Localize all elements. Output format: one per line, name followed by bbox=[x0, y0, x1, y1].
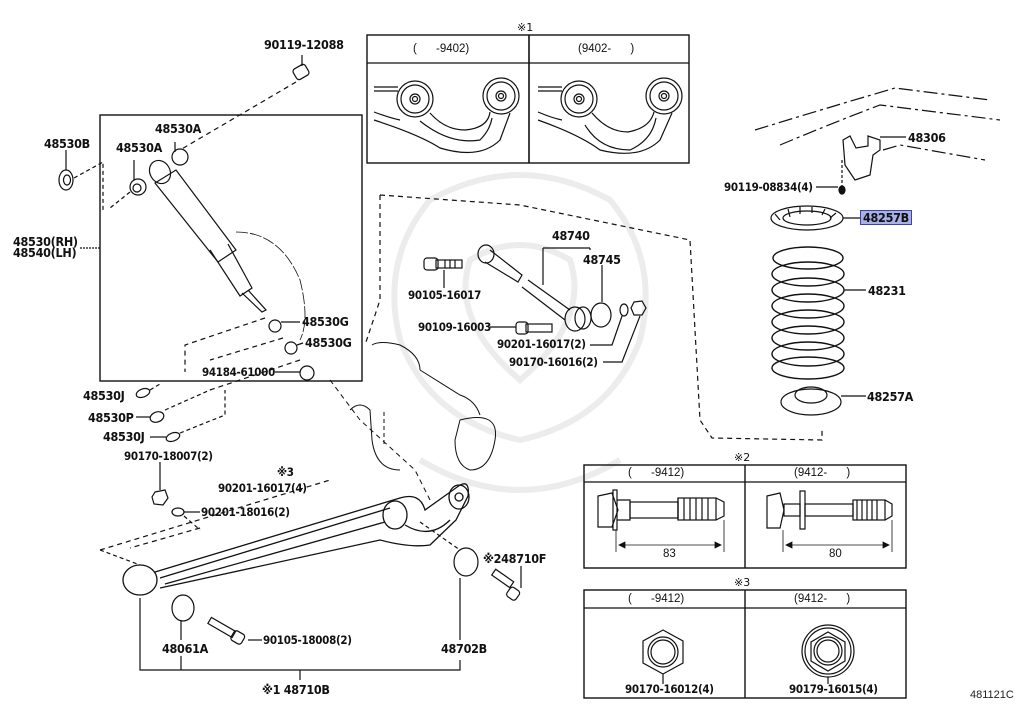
dimension-label-83: 83 bbox=[663, 548, 676, 560]
label-cushion-48530p[interactable]: 48530P bbox=[88, 410, 134, 425]
label-cushion-48530g-1[interactable]: 48530G bbox=[302, 314, 349, 329]
cushion-g1-icon bbox=[268, 319, 282, 333]
bolt-90109-16003-icon bbox=[515, 321, 553, 335]
label-bushing-48710f[interactable]: ※248710F bbox=[483, 551, 547, 566]
bracket-48306-icon bbox=[842, 135, 881, 181]
label-lateral-rod-48740[interactable]: 48740 bbox=[552, 228, 590, 243]
washer-90201-16017-2-icon bbox=[619, 303, 629, 317]
bolt-late-icon bbox=[766, 490, 893, 530]
label-bushing-48702b[interactable]: 48702B bbox=[441, 641, 487, 656]
table2-col-late: (9412- ) bbox=[794, 467, 851, 479]
body-outline bbox=[754, 87, 1001, 161]
label-bolt-90119-12088[interactable]: 90119-12088 bbox=[264, 37, 344, 52]
bolt-top-icon bbox=[292, 55, 310, 81]
axle-housing-sketch bbox=[329, 342, 497, 501]
cushion-j2-icon bbox=[165, 431, 181, 443]
label-cushion-48530g-2[interactable]: 48530G bbox=[305, 335, 352, 350]
nut-90170-16012-icon bbox=[642, 629, 684, 684]
cushion-j1-icon bbox=[135, 387, 151, 399]
label-washer-90201-16017-4[interactable]: 90201-16017(4) bbox=[218, 481, 307, 495]
label-insulator-48257b[interactable]: 48257B bbox=[860, 210, 912, 225]
coil-spring-icon bbox=[771, 246, 845, 380]
bushing-48745-icon bbox=[590, 302, 612, 328]
label-nut-90170-16012[interactable]: 90170-16012(4) bbox=[625, 682, 714, 696]
insulator-48257b-icon bbox=[770, 205, 844, 231]
table3-col-early: ( -9412) bbox=[628, 593, 685, 605]
dimension-83 bbox=[615, 520, 725, 552]
nut-90170-18007-icon bbox=[151, 489, 169, 506]
label-nut-90179-16015[interactable]: 90179-16015(4) bbox=[789, 682, 878, 696]
table1-col-early: ( -9402) bbox=[413, 43, 470, 55]
bolt-90105-18008-icon bbox=[207, 616, 246, 645]
nut-90170-16016-icon bbox=[630, 300, 647, 316]
label-shock-rh[interactable]: 48530(RH) bbox=[13, 234, 78, 249]
label-nut-mark-3[interactable]: ※3 bbox=[277, 465, 294, 479]
lower-control-arm-icon bbox=[122, 483, 470, 596]
bushing-48710f-icon bbox=[453, 547, 479, 577]
label-bushing-48745[interactable]: 48745 bbox=[583, 252, 621, 267]
label-nut-90170-16016[interactable]: 90170-16016(2) bbox=[509, 355, 598, 369]
dimension-label-80: 80 bbox=[829, 548, 842, 560]
label-bolt-90105-18008[interactable]: 90105-18008(2) bbox=[263, 633, 352, 647]
label-coil-spring-48231[interactable]: 48231 bbox=[868, 283, 906, 298]
cushion-a2-icon bbox=[171, 148, 189, 166]
label-bushing-48061a[interactable]: 48061A bbox=[162, 641, 209, 656]
insulator-48257a-icon bbox=[780, 386, 842, 416]
arm-variant-early-icon bbox=[373, 77, 520, 154]
label-cushion-48530j-1[interactable]: 48530J bbox=[83, 388, 125, 403]
label-bolt-90109-16003[interactable]: 90109-16003 bbox=[418, 320, 491, 334]
dimension-80 bbox=[782, 520, 893, 552]
table2-mark: ※2 bbox=[734, 451, 751, 464]
label-bracket-48306[interactable]: 48306 bbox=[908, 130, 946, 145]
label-cushion-48530b[interactable]: 48530B bbox=[44, 136, 90, 151]
table3-col-late: (9412- ) bbox=[794, 593, 851, 605]
label-screw-90119-08834[interactable]: 90119-08834(4) bbox=[724, 180, 813, 194]
label-shock-lh[interactable]: 48540(LH) bbox=[13, 245, 77, 260]
label-cushion-48530a-upper[interactable]: 48530A bbox=[155, 121, 202, 136]
label-cushion-48530j-2[interactable]: 48530J bbox=[103, 429, 145, 444]
table1-frame bbox=[366, 34, 690, 164]
label-cushion-48530a-lower[interactable]: 48530A bbox=[116, 140, 163, 155]
table1-col-late: (9402- ) bbox=[578, 43, 635, 55]
label-nut-90170-18007[interactable]: 90170-18007(2) bbox=[124, 449, 213, 463]
shock-absorber-icon bbox=[148, 159, 267, 313]
label-washer-90201-18016[interactable]: 90201-18016(2) bbox=[201, 505, 290, 519]
label-insulator-48257a[interactable]: 48257A bbox=[867, 389, 914, 404]
table1-mark: ※1 bbox=[517, 21, 534, 34]
label-control-arm-48710b[interactable]: ※1 48710B bbox=[262, 682, 330, 697]
watermark bbox=[391, 172, 649, 493]
bushing-48061a-icon bbox=[171, 594, 195, 622]
diagram-reference-code: 481121C bbox=[970, 689, 1014, 701]
table3-mark: ※3 bbox=[734, 576, 751, 589]
cushion-b-icon bbox=[58, 169, 74, 191]
label-bolt-90105-16017[interactable]: 90105-16017 bbox=[408, 288, 481, 302]
lateral-rod-icon bbox=[477, 244, 592, 332]
nut-90179-16015-icon bbox=[801, 624, 855, 684]
nut-94184-icon bbox=[299, 365, 315, 381]
washer-90201-18016-icon bbox=[171, 507, 185, 517]
bolt-48710f-icon bbox=[490, 568, 521, 601]
bolt-early-icon bbox=[597, 489, 725, 531]
label-washer-90201-16017-2[interactable]: 90201-16017(2) bbox=[497, 337, 586, 351]
screw-90119-08834-icon bbox=[838, 185, 846, 195]
cushion-p-icon bbox=[149, 411, 165, 423]
cushion-a1-icon bbox=[129, 178, 147, 196]
label-nut-94184-61000[interactable]: 94184-61000 bbox=[202, 365, 275, 379]
bolt-90105-16017-icon bbox=[423, 257, 463, 271]
cushion-g2-icon bbox=[284, 341, 298, 355]
table2-col-early: ( -9412) bbox=[628, 467, 685, 479]
arm-variant-late-icon bbox=[537, 77, 683, 154]
